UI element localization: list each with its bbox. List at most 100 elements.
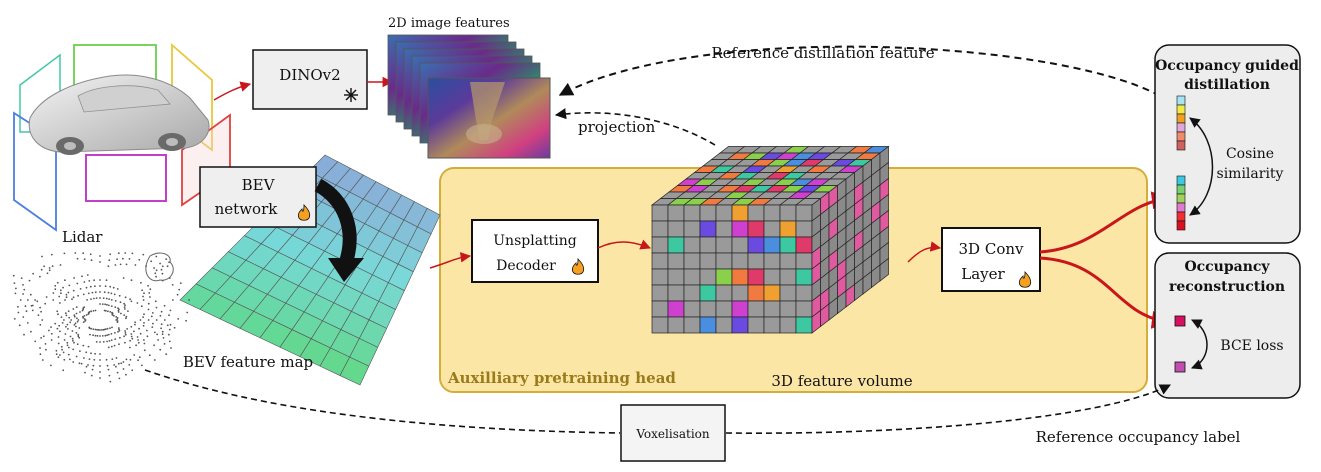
lidar-point xyxy=(52,292,55,294)
lidar-point xyxy=(93,279,95,282)
lidar-point xyxy=(111,326,113,329)
voxel-front-face xyxy=(779,204,797,222)
lidar-point xyxy=(48,269,51,272)
lidar-point xyxy=(116,288,119,290)
lidar-point xyxy=(46,272,49,275)
lidar-point xyxy=(69,358,71,361)
lidar-point xyxy=(94,352,96,355)
lidar-point xyxy=(56,281,59,284)
lidar-point xyxy=(130,300,133,303)
lidar-point xyxy=(82,344,85,347)
lidar-point xyxy=(114,264,117,266)
voxel-front-face xyxy=(779,220,797,238)
lidar-point xyxy=(87,292,90,295)
lidar-point xyxy=(159,314,162,317)
lidar-point xyxy=(60,345,63,348)
lidar-point xyxy=(13,282,16,284)
lidar-point xyxy=(163,319,166,321)
lidar-point xyxy=(81,275,83,278)
lidar-point xyxy=(133,330,135,333)
camera-views xyxy=(13,43,231,232)
lidar-point xyxy=(62,286,64,289)
voxel-front-face xyxy=(779,300,797,318)
lidar-point xyxy=(134,323,136,326)
lidar-point xyxy=(18,324,21,327)
lidar-point xyxy=(97,329,100,331)
lidar-point xyxy=(93,297,95,300)
voxel-front-face xyxy=(779,252,797,270)
lidar-point xyxy=(130,279,133,282)
lidar-point xyxy=(124,332,127,334)
lidar-point xyxy=(165,353,168,356)
lidar-point xyxy=(72,361,75,363)
voxel-front-face xyxy=(795,268,813,286)
bce-label: BCE loss xyxy=(1220,338,1283,354)
lidar-point xyxy=(102,297,105,299)
lidar-point xyxy=(104,334,107,337)
lidar-point xyxy=(39,275,41,278)
lidar-point xyxy=(70,319,73,321)
lidar-point xyxy=(69,321,72,324)
lidar-point xyxy=(90,327,92,330)
lidar-point xyxy=(12,274,15,277)
lidar-point xyxy=(155,306,158,309)
lidar-point xyxy=(65,296,68,299)
lidar-point xyxy=(142,316,145,318)
lidar-point xyxy=(75,325,77,328)
lidar-point xyxy=(76,282,79,285)
predicted-feature-cell xyxy=(1176,184,1186,195)
lidar-point xyxy=(107,304,110,307)
lidar-point xyxy=(59,330,61,333)
lidar-point xyxy=(128,258,131,260)
lidar-point xyxy=(159,262,162,265)
bce-occupancy-cell-predicted xyxy=(1174,315,1186,327)
lidar-point xyxy=(124,330,126,332)
lidar-point xyxy=(105,310,107,312)
ref-occupancy-label: Reference occupancy label xyxy=(1036,428,1241,446)
lidar-point xyxy=(71,298,73,301)
cosine-label-1: Cosine xyxy=(1226,146,1274,162)
lidar-point xyxy=(108,298,111,300)
lidar-point xyxy=(102,341,105,343)
lidar-point xyxy=(107,333,110,336)
lidar-point xyxy=(44,343,47,345)
lidar-point xyxy=(39,347,41,349)
lidar-point xyxy=(169,323,172,326)
voxel-front-face xyxy=(763,252,781,270)
voxel-front-face xyxy=(747,300,765,318)
lidar-point xyxy=(125,317,127,320)
lidar-point xyxy=(108,374,111,377)
lidar-point xyxy=(63,252,66,255)
lidar-point xyxy=(89,333,91,336)
lidar-point xyxy=(72,296,75,299)
lidar-point xyxy=(117,311,120,313)
lidar-point xyxy=(101,335,104,337)
lidar-point xyxy=(151,326,154,328)
lidar-point xyxy=(160,323,163,326)
lidar-point xyxy=(29,293,32,296)
lidar-point xyxy=(173,326,176,329)
lidar-point xyxy=(123,302,125,305)
lidar-point xyxy=(116,371,119,374)
lidar-point xyxy=(109,253,112,256)
lidar-point xyxy=(124,252,127,254)
lidar-point xyxy=(48,329,50,332)
lidar-point xyxy=(43,265,45,268)
lidar-point xyxy=(117,327,120,329)
voxel-front-face xyxy=(731,284,749,302)
reference-feature-cell xyxy=(1176,131,1186,142)
lidar-point xyxy=(136,336,139,338)
lidar-point xyxy=(153,267,156,269)
lidar-point xyxy=(50,253,53,256)
lidar-point xyxy=(148,354,151,357)
flame-icon xyxy=(297,204,311,221)
lidar-point xyxy=(95,297,98,299)
lidar-point xyxy=(153,331,156,334)
voxel-front-face xyxy=(683,220,701,238)
lidar-point xyxy=(96,335,99,337)
lidar-point xyxy=(31,304,34,307)
lidar-point xyxy=(44,302,47,305)
lidar-point xyxy=(147,308,150,311)
lidar-point xyxy=(117,362,120,365)
